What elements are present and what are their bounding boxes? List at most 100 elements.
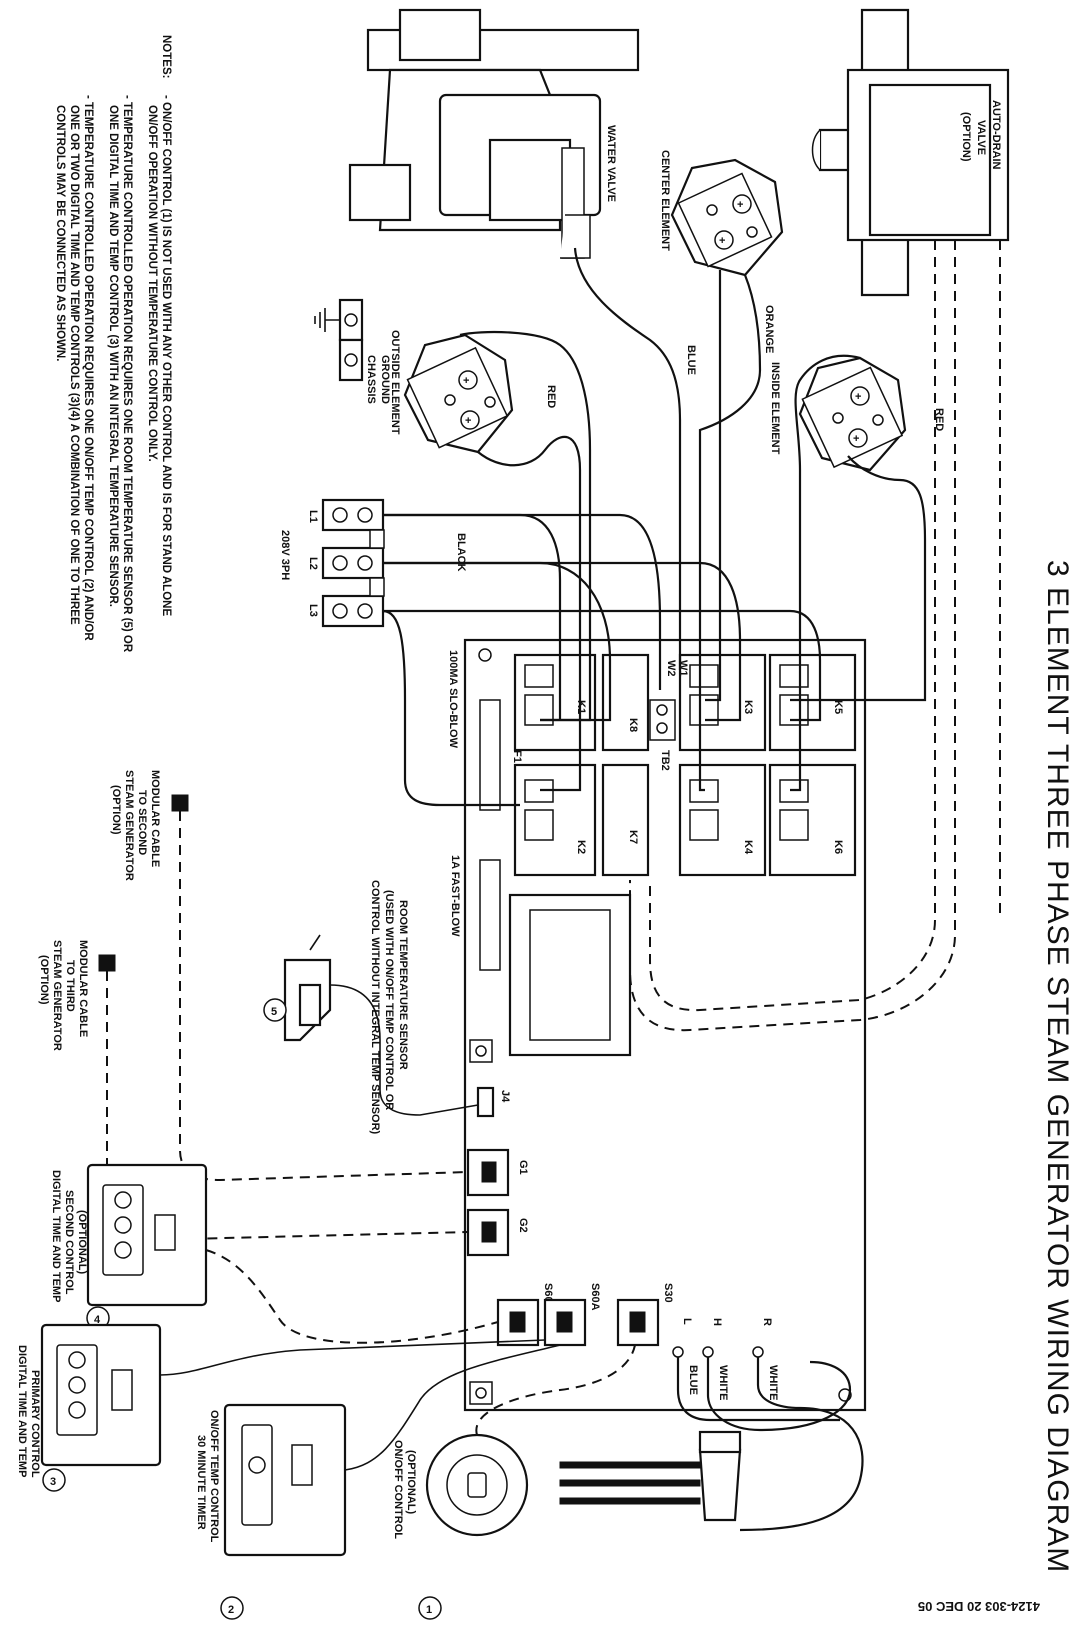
control-2-label-2: 30 MINUTE TIMER xyxy=(195,1435,207,1530)
modular-cables: MODULAR CABLE TO SECOND STEAM GENERATOR … xyxy=(38,770,469,1242)
relay-k7 xyxy=(601,763,650,877)
modular-second-label-4: (OPTION) xyxy=(110,785,122,835)
lead-l-label: L xyxy=(681,1318,693,1325)
notes-line-1: - ON/OFF CONTROL (1) IS NOT USED WITH AN… xyxy=(160,95,172,616)
terminal-l3-label: L3 xyxy=(307,604,319,617)
relay-k4-label: K4 xyxy=(742,840,754,855)
modular-second-label-1: MODULAR CABLE xyxy=(149,770,161,867)
room-sensor-label-3: CONTROL WITHOUT INTEGRAL TEMP SENSOR) xyxy=(369,880,381,1135)
on-off-temp-control: 2 ON/OFF TEMP CONTROL 30 MINUTE TIMER xyxy=(195,1344,561,1620)
terminal-l2-label: L2 xyxy=(307,557,319,570)
auto-drain-valve: AUTO-DRAIN VALVE (OPTION) xyxy=(811,8,1010,297)
callout-4: 4 xyxy=(94,1314,101,1326)
supply-cord: WHITE WHITE BLUE xyxy=(559,1357,864,1532)
modular-third-label-4: (OPTION) xyxy=(38,955,50,1005)
tb2-label: TB2 xyxy=(659,750,671,771)
w1-label: W1 xyxy=(677,660,689,677)
jack-j4[interactable] xyxy=(476,1086,495,1118)
wire-red-outside-label: RED xyxy=(545,385,557,408)
notes-line-4: ONE DIGITAL TIME AND TEMP CONTROL (3) WI… xyxy=(107,105,119,607)
power-terminal-block: L1 L2 L3 208V 3PH xyxy=(279,498,385,628)
svg-text:+: + xyxy=(719,235,725,247)
fuse-f1 xyxy=(479,699,501,811)
control-3-label-2: DIGITAL TIME AND TEMP xyxy=(16,1345,28,1477)
terminal-l1-label: L1 xyxy=(307,510,319,523)
inside-element-label: INSIDE ELEMENT xyxy=(769,362,781,455)
callout-5: 5 xyxy=(271,1006,277,1018)
callout-2: 2 xyxy=(228,1604,234,1616)
modular-plug-second xyxy=(171,794,189,812)
modular-third-label-1: MODULAR CABLE xyxy=(77,940,89,1037)
wire-white-h-label: WHITE xyxy=(717,1365,729,1400)
wire-black-label: BLACK xyxy=(455,533,467,572)
second-control-digital: 4 (OPTIONAL) SECOND CONTROL DIGITAL TIME… xyxy=(50,1163,499,1344)
water-valve: WATER VALVE xyxy=(348,8,640,259)
jack-j4-label: J4 xyxy=(499,1090,511,1103)
notes-block: NOTES: - ON/OFF CONTROL (1) IS NOT USED … xyxy=(54,35,172,653)
control-4-label-3: DIGITAL TIME AND TEMP xyxy=(50,1170,62,1302)
wire-blue-l-label: BLUE xyxy=(687,1365,699,1395)
room-sensor-label-1: ROOM TEMPERATURE SENSOR xyxy=(397,900,409,1070)
on-off-control: 1 (OPTIONAL) ON/OFF CONTROL xyxy=(392,1344,636,1620)
relay-k5-label: K5 xyxy=(832,700,844,714)
center-element-label: CENTER ELEMENT xyxy=(659,150,671,251)
lead-r-label: R xyxy=(761,1318,773,1326)
wire-white-r-label: WHITE xyxy=(767,1365,779,1400)
chassis-ground-label-2: GROUND xyxy=(379,355,391,404)
svg-text:+: + xyxy=(853,433,859,445)
control-3-label-1: PRIMARY CONTROL xyxy=(29,1370,41,1478)
primary-control-digital: 3 PRIMARY CONTROL DIGITAL TIME AND TEMP xyxy=(16,1323,546,1492)
relay-k7-label: K7 xyxy=(627,830,639,844)
lead-h-label: H xyxy=(711,1318,723,1326)
control-4-label-1: (OPTIONAL) xyxy=(76,1210,88,1274)
callout-3: 3 xyxy=(50,1476,56,1488)
fuse-f2-rating: 1A FAST-BLOW xyxy=(449,855,461,937)
fuse-f1-rating: 100MA SLO-BLOW xyxy=(447,650,459,749)
center-element: + + CENTER ELEMENT xyxy=(659,150,784,277)
chassis-ground-label-1: CHASSIS xyxy=(365,355,377,404)
control-1-label-1: (OPTIONAL) xyxy=(405,1450,417,1514)
relay-k6-label: K6 xyxy=(832,840,844,854)
outside-element-label: OUTSIDE ELEMENT xyxy=(389,330,401,435)
room-sensor-label-2: (USED WITH ON/OFF TEMP CONTROL OR xyxy=(383,890,395,1110)
auto-drain-label-2: VALVE xyxy=(975,120,987,155)
modular-plug-third xyxy=(98,954,116,972)
power-wires: RED ORANGE BLUE RED BLACK xyxy=(382,247,945,807)
wire-blue-label: BLUE xyxy=(685,345,697,375)
notes-line-7: CONTROLS MAY BE CONNECTED AS SHOWN. xyxy=(54,105,66,361)
jack-g2-label: G2 xyxy=(517,1218,529,1233)
callout-1: 1 xyxy=(426,1604,432,1616)
outside-element: + + OUTSIDE ELEMENT xyxy=(389,330,514,454)
modular-third-label-3: STEAM GENERATOR xyxy=(51,940,63,1051)
supply-voltage-label: 208V 3PH xyxy=(279,530,291,580)
control-2-label-1: ON/OFF TEMP CONTROL xyxy=(208,1410,220,1543)
jack-g1-label: G1 xyxy=(517,1160,529,1175)
relay-k2-label: K2 xyxy=(575,840,587,854)
modular-third-label-2: TO THIRD xyxy=(64,960,76,1012)
notes-line-3: - TEMPERATURE CONTROLLED OPERATION REQUI… xyxy=(121,95,133,653)
modular-second-label-2: TO SECOND xyxy=(136,790,148,855)
auto-drain-label-3: (OPTION) xyxy=(960,112,972,162)
w2-label: W2 xyxy=(665,660,677,677)
water-valve-label: WATER VALVE xyxy=(605,125,617,202)
chassis-ground: CHASSIS GROUND xyxy=(314,298,391,404)
relay-k3-label: K3 xyxy=(742,700,754,714)
notes-line-5: - TEMPERATURE CONTROLLED OPERATION REQUI… xyxy=(82,95,94,641)
drawing-number: 4124-303 20 DEC 05 xyxy=(918,1599,1040,1614)
modular-second-label-3: STEAM GENERATOR xyxy=(123,770,135,881)
diagram-title: 3 ELEMENT THREE PHASE STEAM GENERATOR WI… xyxy=(1041,560,1074,1573)
control-board: K1 K2 K3 K4 K5 K6 K7 K8 TB2 W1 W2 F1 F2 … xyxy=(447,638,867,1412)
notes-heading: NOTES: xyxy=(160,35,172,78)
svg-text:+: + xyxy=(465,415,471,427)
notes-line-2: ON/OFF OPERATION WITHOUT TEMPERATURE CON… xyxy=(146,105,158,462)
jack-s30-label: S30 xyxy=(662,1283,674,1303)
notes-line-6: ONE OR TWO DIGITAL TIME AND TEMP CONTROL… xyxy=(68,105,80,625)
auto-drain-label-1: AUTO-DRAIN xyxy=(990,100,1002,170)
svg-text:+: + xyxy=(737,199,743,211)
relay-k8-label: K8 xyxy=(627,718,639,732)
fuse-f2 xyxy=(479,859,501,971)
inside-element: + + INSIDE ELEMENT xyxy=(769,356,907,472)
room-temperature-sensor: 5 ROOM TEMPERATURE SENSOR (USED WITH ON/… xyxy=(263,880,479,1135)
